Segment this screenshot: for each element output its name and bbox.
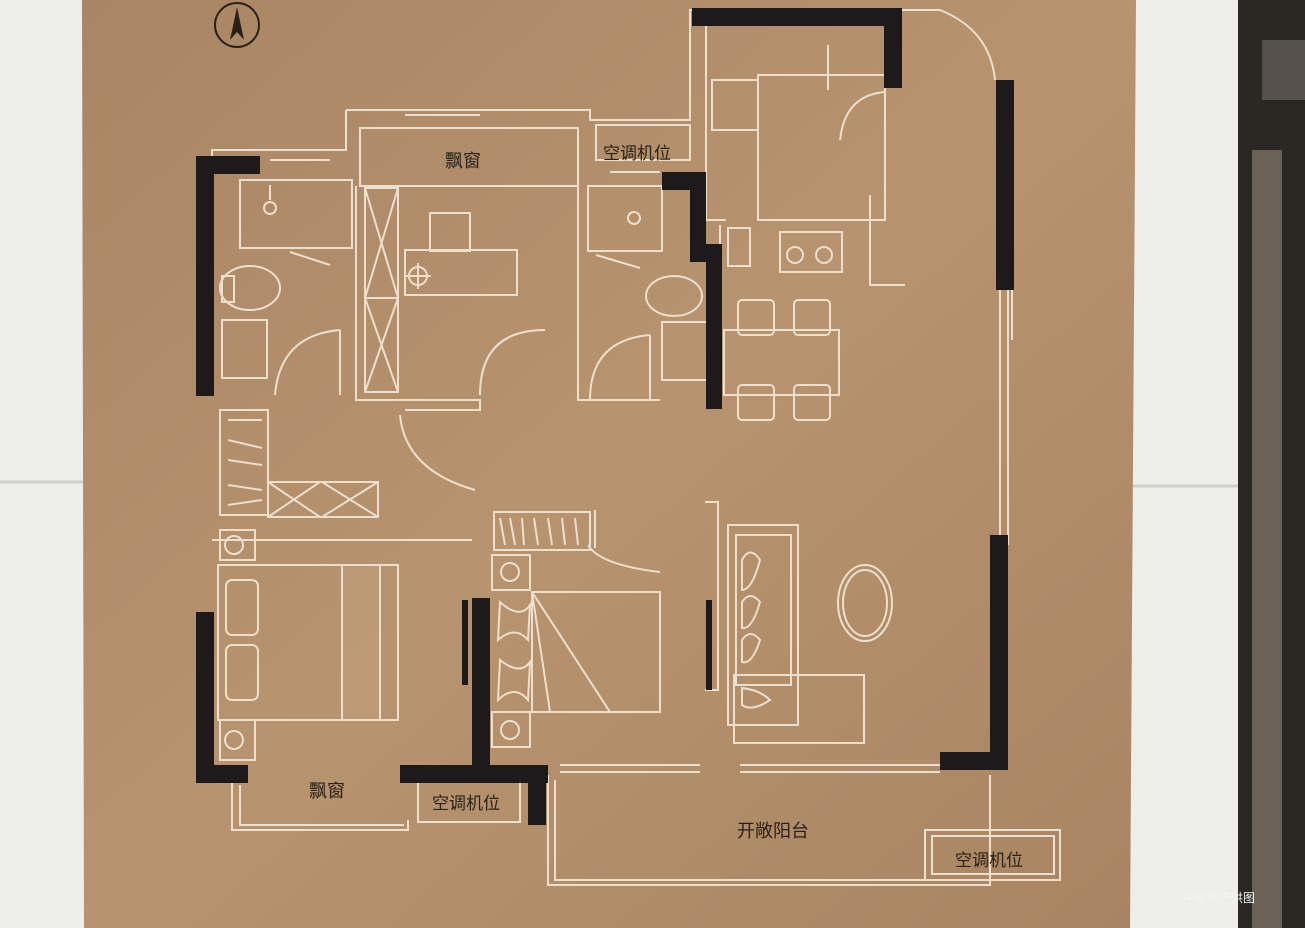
floor-plan-board (82, 0, 1136, 928)
label-ac-unit-bottom: 空调机位 (432, 794, 500, 814)
label-bay-window-top: 飘窗 (445, 151, 481, 172)
thick-walls (196, 8, 1014, 825)
label-open-balcony: 开敞阳台 (737, 821, 809, 842)
north-compass-icon (214, 2, 260, 48)
watermark-credit: 中原地产供图 (1182, 891, 1255, 905)
label-ac-unit-top: 空调机位 (603, 144, 671, 164)
label-bay-window-bottom: 飘窗 (309, 781, 345, 802)
label-ac-unit-right: 空调机位 (955, 851, 1023, 871)
